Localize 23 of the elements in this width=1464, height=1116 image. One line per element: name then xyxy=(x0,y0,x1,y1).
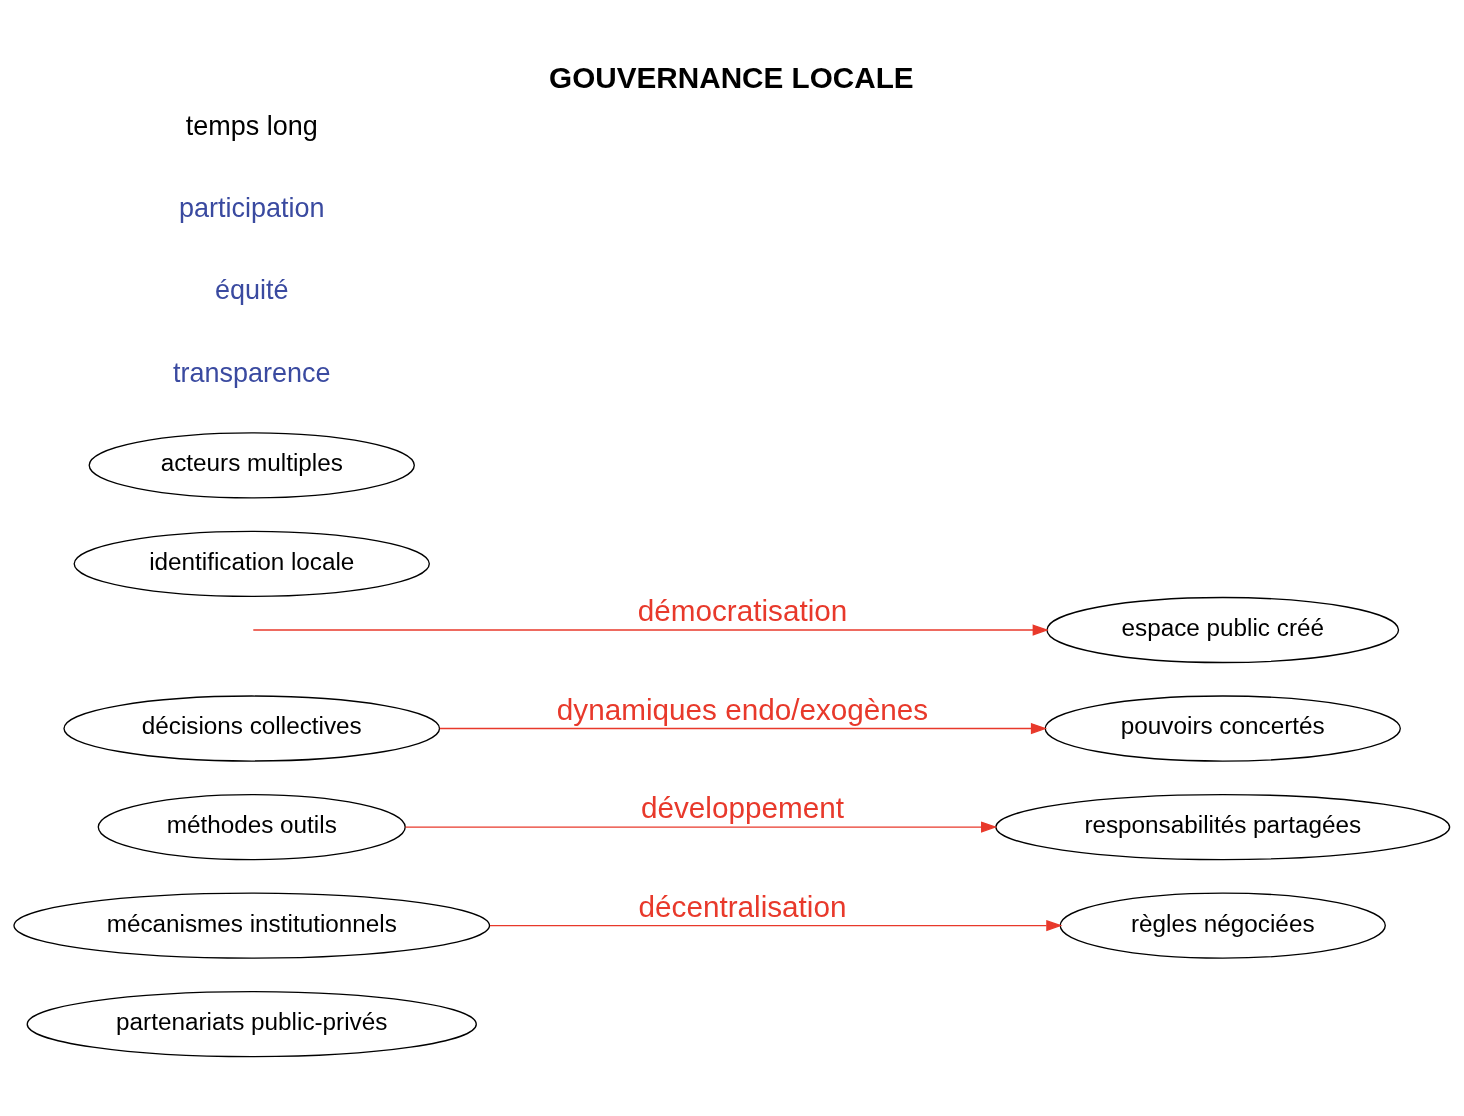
node-ellipse: pouvoirs concertés xyxy=(1044,694,1401,762)
arrow xyxy=(489,919,1063,931)
edge-label: dynamiques endo/exogènes xyxy=(556,692,929,726)
edge-label: démocratisation xyxy=(637,593,848,627)
arrow xyxy=(252,623,1049,636)
diagram-title: GOUVERNANCE LOCALE xyxy=(549,60,914,94)
node-ellipse: espace public créé xyxy=(1046,596,1400,663)
node-ellipse: partenariats public-privés xyxy=(26,990,477,1057)
label: transparence xyxy=(173,357,331,388)
node-ellipse: décisions collectives xyxy=(63,694,441,762)
node-ellipse: mécanismes institutionnels xyxy=(13,891,491,959)
edge-label: décentralisation xyxy=(638,889,847,923)
arrow xyxy=(439,722,1048,734)
node-ellipse: identification locale xyxy=(73,530,430,597)
node-ellipse: acteurs multiples xyxy=(88,431,415,498)
arrow xyxy=(404,820,998,833)
node-ellipse: responsabilités partagées xyxy=(995,793,1451,860)
label: participation xyxy=(179,192,325,223)
label: temps long xyxy=(185,110,318,141)
label: équité xyxy=(214,274,289,305)
edge-label: développement xyxy=(640,790,845,824)
node-ellipse: méthodes outils xyxy=(97,793,406,860)
node-ellipse: règles négociées xyxy=(1059,891,1386,959)
